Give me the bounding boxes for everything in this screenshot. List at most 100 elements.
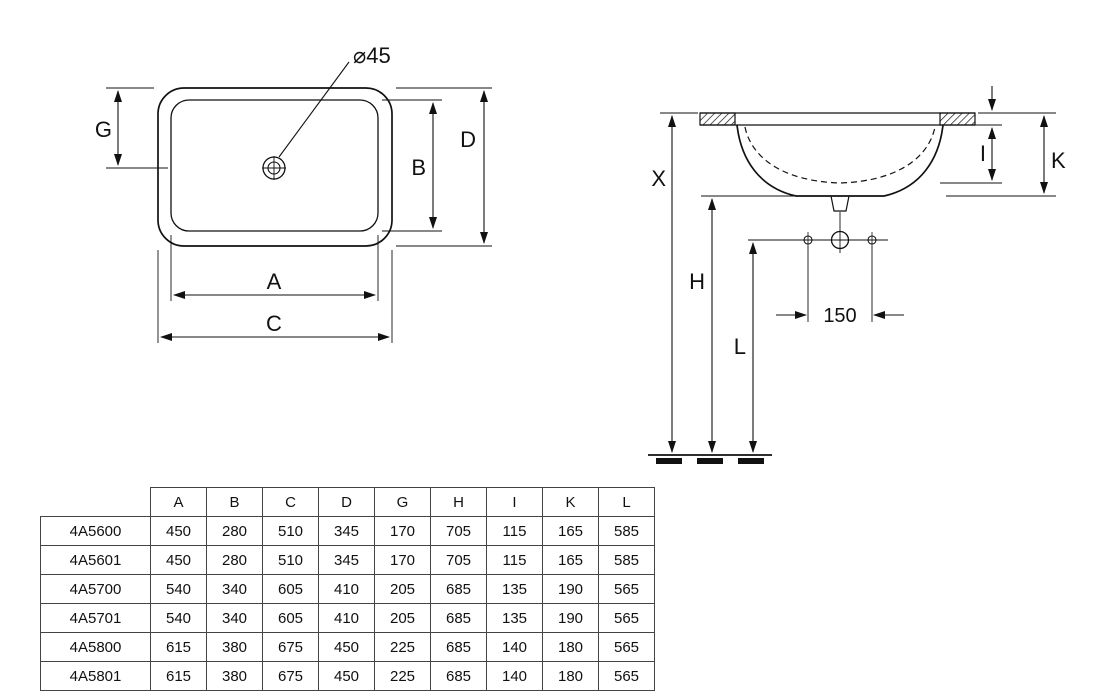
technical-drawing: ⌀45 G D B A C	[95, 43, 1066, 464]
value-cell: 685	[430, 574, 487, 604]
basin-inner-rim	[170, 99, 379, 232]
value-cell: 450	[150, 545, 207, 575]
col-header-h: H	[430, 487, 487, 517]
col-header-g: G	[374, 487, 431, 517]
value-cell: 225	[374, 632, 431, 662]
value-cell: 565	[598, 661, 655, 691]
value-cell: 225	[374, 661, 431, 691]
value-cell: 115	[486, 516, 543, 546]
value-cell: 615	[150, 661, 207, 691]
drain-diameter-label: ⌀45	[353, 43, 391, 68]
value-cell: 170	[374, 545, 431, 575]
value-cell: 585	[598, 545, 655, 575]
plan-view	[106, 61, 492, 343]
basin-outer-rim	[157, 87, 393, 247]
drain-symbol	[262, 61, 350, 180]
value-cell: 165	[542, 545, 599, 575]
model-cell: 4A5600	[40, 516, 151, 546]
dimension-150	[776, 247, 904, 322]
ground-line	[648, 454, 772, 464]
value-cell: 685	[430, 603, 487, 633]
value-cell: 675	[262, 632, 319, 662]
dimension-i	[940, 86, 1002, 184]
table-row: 4A5701 540 340 605 410 205 685 135 190 5…	[40, 603, 655, 633]
model-cell: 4A5701	[40, 603, 151, 633]
dimension-b	[382, 99, 442, 232]
table-row: 4A5601 450 280 510 345 170 705 115 165 5…	[40, 545, 655, 575]
value-cell: 135	[486, 603, 543, 633]
drain-leader-line	[278, 61, 350, 158]
dimension-c	[157, 250, 393, 343]
basin-outer-profile	[736, 124, 944, 197]
value-cell: 170	[374, 516, 431, 546]
table-row: 4A5801 615 380 675 450 225 685 140 180 5…	[40, 661, 655, 691]
col-header-b: B	[206, 487, 263, 517]
value-cell: 685	[430, 632, 487, 662]
value-cell: 605	[262, 603, 319, 633]
dim-label-c: C	[266, 311, 282, 336]
dimension-g	[106, 87, 168, 169]
value-cell: 450	[150, 516, 207, 546]
value-cell: 510	[262, 545, 319, 575]
mounting-holes	[748, 212, 888, 253]
value-cell: 510	[262, 516, 319, 546]
model-cell: 4A5800	[40, 632, 151, 662]
value-cell: 280	[206, 516, 263, 546]
value-cell: 540	[150, 574, 207, 604]
dim-label-d: D	[460, 127, 476, 152]
dim-label-i: I	[980, 141, 986, 166]
table-row: 4A5800 615 380 675 450 225 685 140 180 5…	[40, 632, 655, 662]
value-cell: 705	[430, 545, 487, 575]
value-cell: 565	[598, 574, 655, 604]
value-cell: 190	[542, 603, 599, 633]
value-cell: 280	[206, 545, 263, 575]
col-header-i: I	[486, 487, 543, 517]
drain-stub	[830, 195, 850, 212]
table-corner-cell	[40, 487, 151, 517]
value-cell: 380	[206, 632, 263, 662]
section-view	[648, 86, 1056, 464]
value-cell: 345	[318, 545, 375, 575]
value-cell: 190	[542, 574, 599, 604]
value-cell: 340	[206, 603, 263, 633]
countertop-cross-section	[699, 112, 976, 126]
dimension-k	[946, 112, 1056, 197]
value-cell: 540	[150, 603, 207, 633]
dim-label-x: X	[651, 166, 666, 191]
value-cell: 180	[542, 661, 599, 691]
value-cell: 410	[318, 574, 375, 604]
value-cell: 605	[262, 574, 319, 604]
dim-label-a: A	[267, 269, 282, 294]
table-header-row: A B C D G H I K L	[40, 487, 655, 517]
dim-label-b: B	[411, 155, 426, 180]
col-header-k: K	[542, 487, 599, 517]
col-header-l: L	[598, 487, 655, 517]
value-cell: 165	[542, 516, 599, 546]
value-cell: 565	[598, 603, 655, 633]
dim-label-k: K	[1051, 148, 1066, 173]
value-cell: 205	[374, 603, 431, 633]
value-cell: 410	[318, 603, 375, 633]
value-cell: 685	[430, 661, 487, 691]
value-cell: 585	[598, 516, 655, 546]
col-header-a: A	[150, 487, 207, 517]
col-header-c: C	[262, 487, 319, 517]
value-cell: 140	[486, 661, 543, 691]
model-cell: 4A5801	[40, 661, 151, 691]
value-cell: 180	[542, 632, 599, 662]
value-cell: 340	[206, 574, 263, 604]
value-cell: 115	[486, 545, 543, 575]
value-cell: 205	[374, 574, 431, 604]
basin-inner-profile-dashed	[744, 126, 936, 184]
value-cell: 565	[598, 632, 655, 662]
dim-label-g: G	[95, 117, 112, 142]
value-cell: 140	[486, 632, 543, 662]
hole-spacing-label: 150	[823, 305, 856, 327]
dimension-x	[660, 112, 698, 453]
value-cell: 615	[150, 632, 207, 662]
value-cell: 450	[318, 661, 375, 691]
value-cell: 345	[318, 516, 375, 546]
col-header-d: D	[318, 487, 375, 517]
model-cell: 4A5601	[40, 545, 151, 575]
dim-label-l: L	[734, 334, 746, 359]
